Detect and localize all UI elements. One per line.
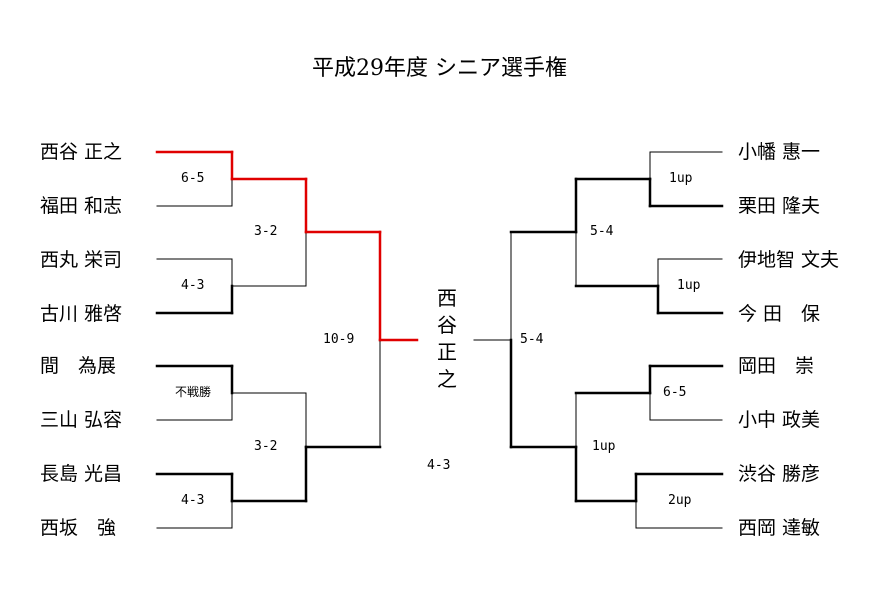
left-player-2: 福田 和志 <box>40 195 123 217</box>
right-r1-score-1: 1up <box>669 171 693 186</box>
right-r2-score-1: 5-4 <box>590 224 614 239</box>
champion-char-1: 西 <box>437 286 457 310</box>
right-player-1: 小幡 惠一 <box>738 141 821 163</box>
left-r2-score-2: 3-2 <box>254 439 278 454</box>
right-r1-score-2: 1up <box>677 278 701 293</box>
left-r2-score-1: 3-2 <box>254 224 278 239</box>
left-player-6: 三山 弘容 <box>40 409 123 431</box>
right-r1-score-4: 2up <box>668 493 692 508</box>
right-player-8: 西岡 達敏 <box>738 517 821 539</box>
right-player-7: 渋谷 勝彦 <box>738 463 821 485</box>
final-score: 4-3 <box>427 458 451 473</box>
left-player-5: 間 為展 <box>40 355 117 377</box>
page-title: 平成29年度 シニア選手権 <box>312 56 567 81</box>
right-player-4: 今 田 保 <box>738 303 821 325</box>
left-player-1: 西谷 正之 <box>40 141 123 163</box>
right-r1-score-3: 6-5 <box>663 385 687 400</box>
right-player-2: 栗田 隆夫 <box>738 195 821 217</box>
champion-char-3: 正 <box>437 340 457 364</box>
left-player-7: 長島 光昌 <box>40 463 123 485</box>
champion-name: 西 谷 正 之 <box>435 285 459 393</box>
left-r1-score-1: 6-5 <box>181 171 205 186</box>
left-player-3: 西丸 栄司 <box>40 249 123 271</box>
left-r1-score-2: 4-3 <box>181 278 205 293</box>
champion-char-4: 之 <box>437 367 457 391</box>
right-player-6: 小中 政美 <box>738 409 821 431</box>
left-r3-score: 10-9 <box>323 332 355 347</box>
right-r2-score-2: 1up <box>592 439 616 454</box>
left-r1-score-3: 不戦勝 <box>175 385 212 399</box>
right-r3-score: 5-4 <box>520 332 544 347</box>
right-player-5: 岡田 崇 <box>738 355 815 377</box>
champion-char-2: 谷 <box>437 313 457 337</box>
left-player-8: 西坂 強 <box>40 517 117 539</box>
left-r1-score-4: 4-3 <box>181 493 205 508</box>
right-player-3: 伊地智 文夫 <box>738 249 840 271</box>
left-player-4: 古川 雅啓 <box>40 303 123 325</box>
